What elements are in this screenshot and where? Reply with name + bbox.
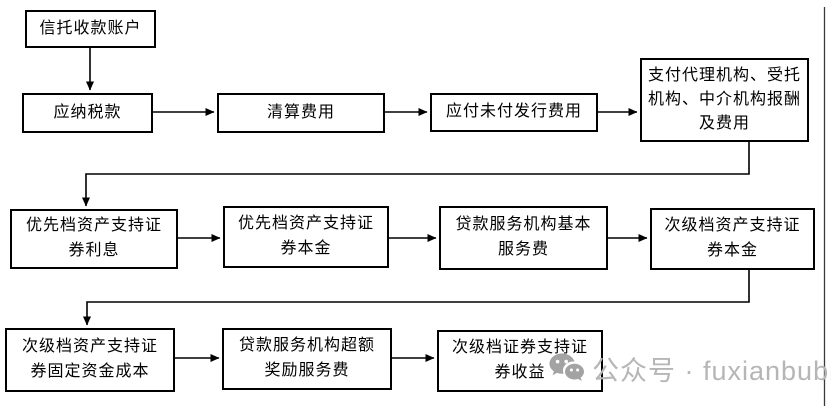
edge-arrow: [83, 270, 750, 326]
flow-node-senior-notes-principal: 优先档资产支持证 券本金: [223, 206, 389, 268]
edge-arrow: [82, 142, 750, 207]
flow-node-taxes-payable: 应纳税款: [22, 93, 153, 133]
flow-node-senior-notes-interest: 优先档资产支持证 券利息: [10, 209, 178, 269]
flow-node-liquidation-expenses: 清算费用: [217, 93, 385, 133]
flow-node-loan-servicer-excess-incentive-fee: 贷款服务机构超额 奖励服务费: [222, 328, 392, 390]
flow-node-subordinate-notes-fixed-funding-cost: 次级档资产支持证 券固定资金成本: [5, 328, 175, 392]
flow-node-loan-servicer-base-fee: 贷款服务机构基本 服务费: [439, 206, 608, 270]
flow-node-subordinate-notes-principal: 次级档资产支持证 券本金: [650, 208, 815, 270]
flow-node-unpaid-issuance-expenses: 应付未付发行费用: [430, 93, 598, 132]
flow-node-trust-collection-account: 信托收款账户: [25, 10, 156, 48]
flow-node-subordinate-notes-income: 次级档证券支持证 券收益: [437, 330, 603, 392]
flow-node-agency-trustee-intermediary-fees: 支付代理机构、受托 机构、中介机构报酬 及费用: [640, 58, 809, 142]
